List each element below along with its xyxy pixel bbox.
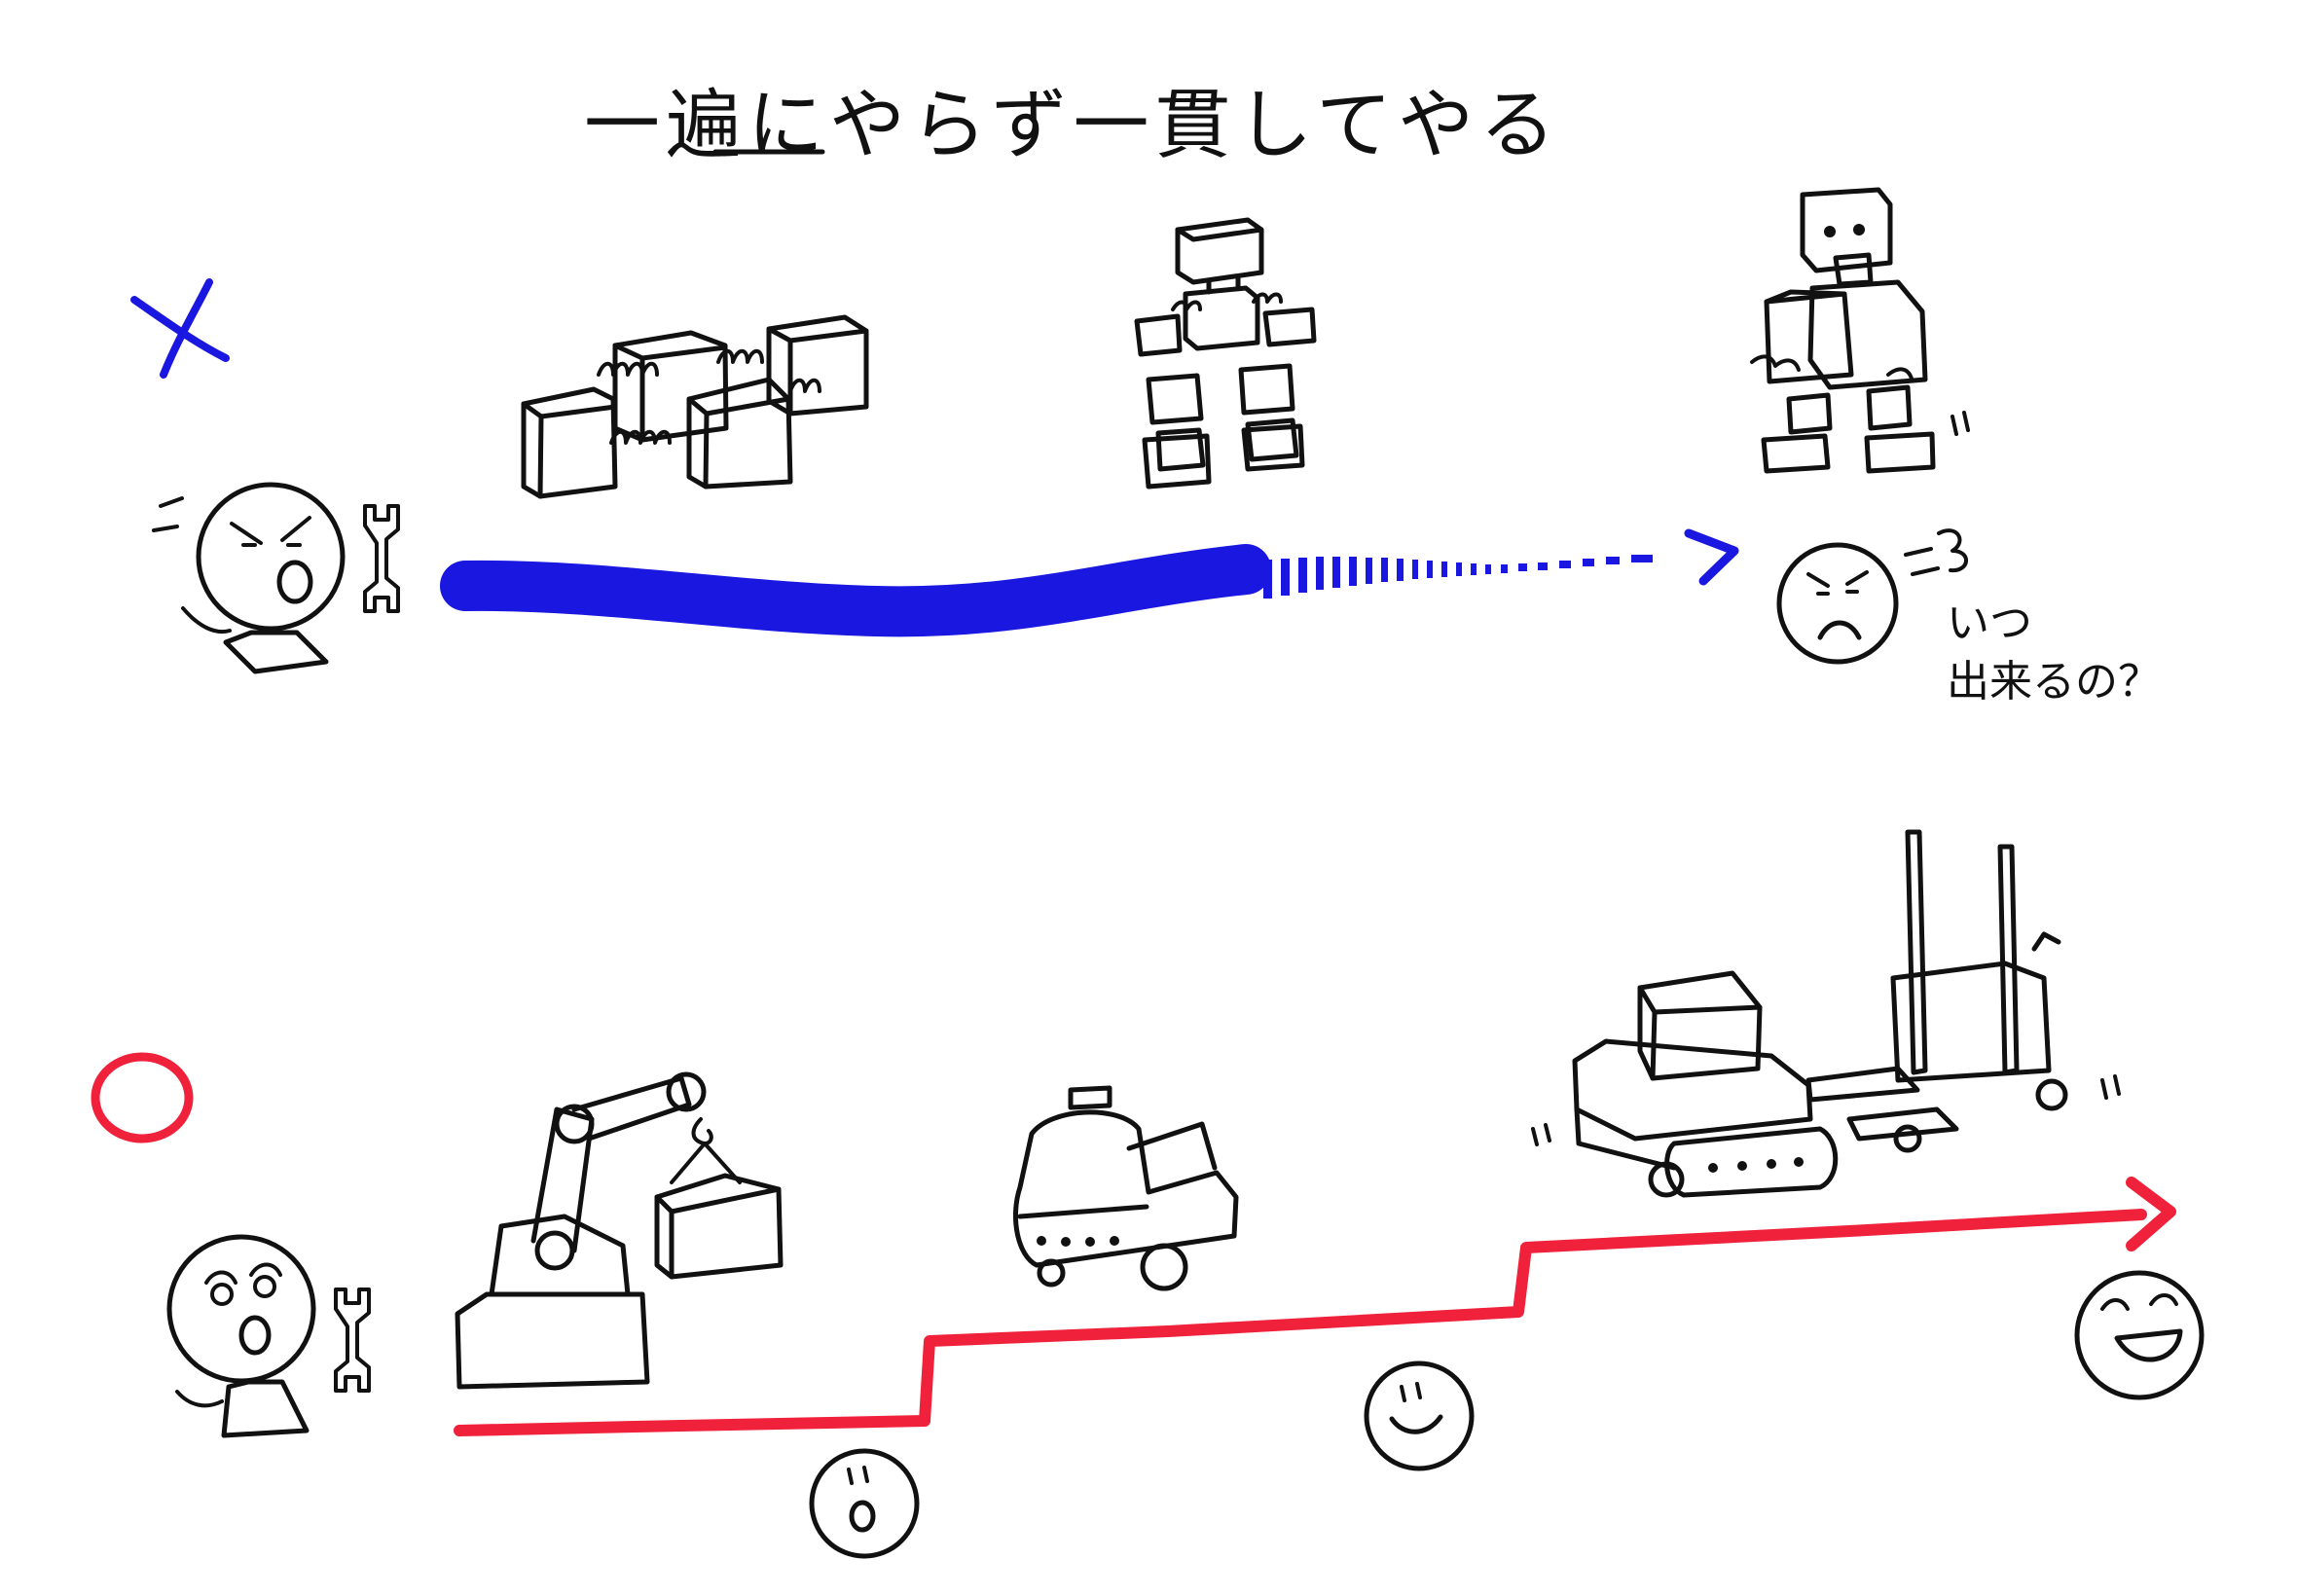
- spring-icon: [597, 348, 821, 445]
- happy-face: [2074, 1270, 2205, 1400]
- forklift-illustration: [1805, 829, 2121, 1153]
- bad-approach-mark: [130, 278, 230, 379]
- good-approach-mark: [91, 1052, 194, 1143]
- content-face: [1364, 1360, 1475, 1471]
- impatient-boss-face: [1776, 528, 1968, 665]
- scattered-parts-illustration: [521, 314, 869, 499]
- worried-face: [809, 1448, 920, 1559]
- robot-arm-illustration: [455, 1071, 784, 1390]
- angry-engineer-figure: [152, 482, 400, 674]
- page-title: 一遍にやらず一貫してやる: [584, 82, 1561, 169]
- good-approach-path: [454, 1177, 2176, 1436]
- delivery-vehicle-illustration: [1012, 1085, 1239, 1291]
- bad-approach-path: [440, 528, 1739, 637]
- boss-speech-line1: いつ: [1947, 598, 2032, 648]
- partial-robot-illustration: [1134, 217, 1317, 490]
- boss-speech-line2: 出来るの？: [1947, 657, 2161, 707]
- crawler-agv-illustration: [1531, 970, 1839, 1198]
- wrench-icon: [363, 504, 400, 613]
- happy-engineer-figure: [166, 1234, 371, 1438]
- complete-robot-illustration: [1750, 187, 1970, 474]
- wrench-icon: [334, 1288, 371, 1393]
